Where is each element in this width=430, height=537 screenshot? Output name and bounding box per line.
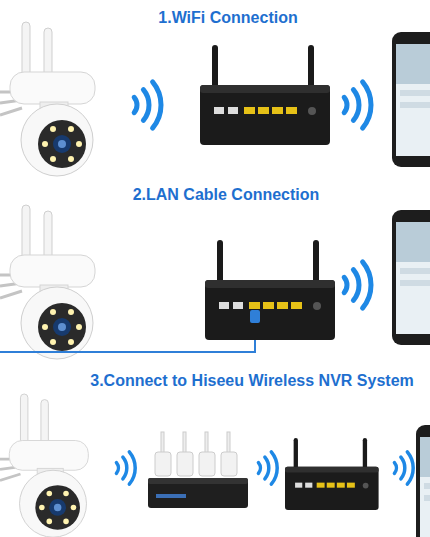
- wifi-waves: [344, 82, 371, 128]
- nvr-kit-part: [199, 452, 215, 476]
- section-heading: 3.Connect to Hiseeu Wireless NVR System: [87, 371, 417, 391]
- nvr-kit-part: [227, 432, 230, 454]
- ptz-camera: [0, 22, 95, 176]
- nvr-kit-part: [183, 432, 186, 454]
- nvr-kit-part: [155, 452, 171, 476]
- nvr-kit-part: [148, 478, 248, 508]
- wifi-waves: [394, 452, 413, 484]
- wifi-waves: [134, 82, 161, 128]
- smartphone: [392, 32, 430, 167]
- rj45-plug: [250, 310, 260, 323]
- wifi-waves: [116, 452, 135, 484]
- smartphone: [416, 425, 430, 537]
- smartphone: [392, 210, 430, 345]
- section-heading: 1.WiFi Connection: [155, 8, 300, 28]
- wifi-waves: [258, 452, 277, 484]
- nvr-kit-part: [156, 494, 186, 498]
- ptz-camera: [0, 394, 88, 537]
- nvr-kit: [148, 432, 248, 508]
- nvr-kit-part: [161, 432, 164, 454]
- router: [200, 45, 330, 145]
- router: [285, 438, 379, 510]
- section-heading: 2.LAN Cable Connection: [130, 185, 323, 205]
- nvr-kit-part: [177, 452, 193, 476]
- wifi-waves: [344, 262, 371, 308]
- nvr-kit-part: [205, 432, 208, 454]
- nvr-kit-part: [148, 478, 248, 484]
- ptz-camera: [0, 205, 95, 359]
- nvr-kit-part: [221, 452, 237, 476]
- router: [205, 240, 335, 340]
